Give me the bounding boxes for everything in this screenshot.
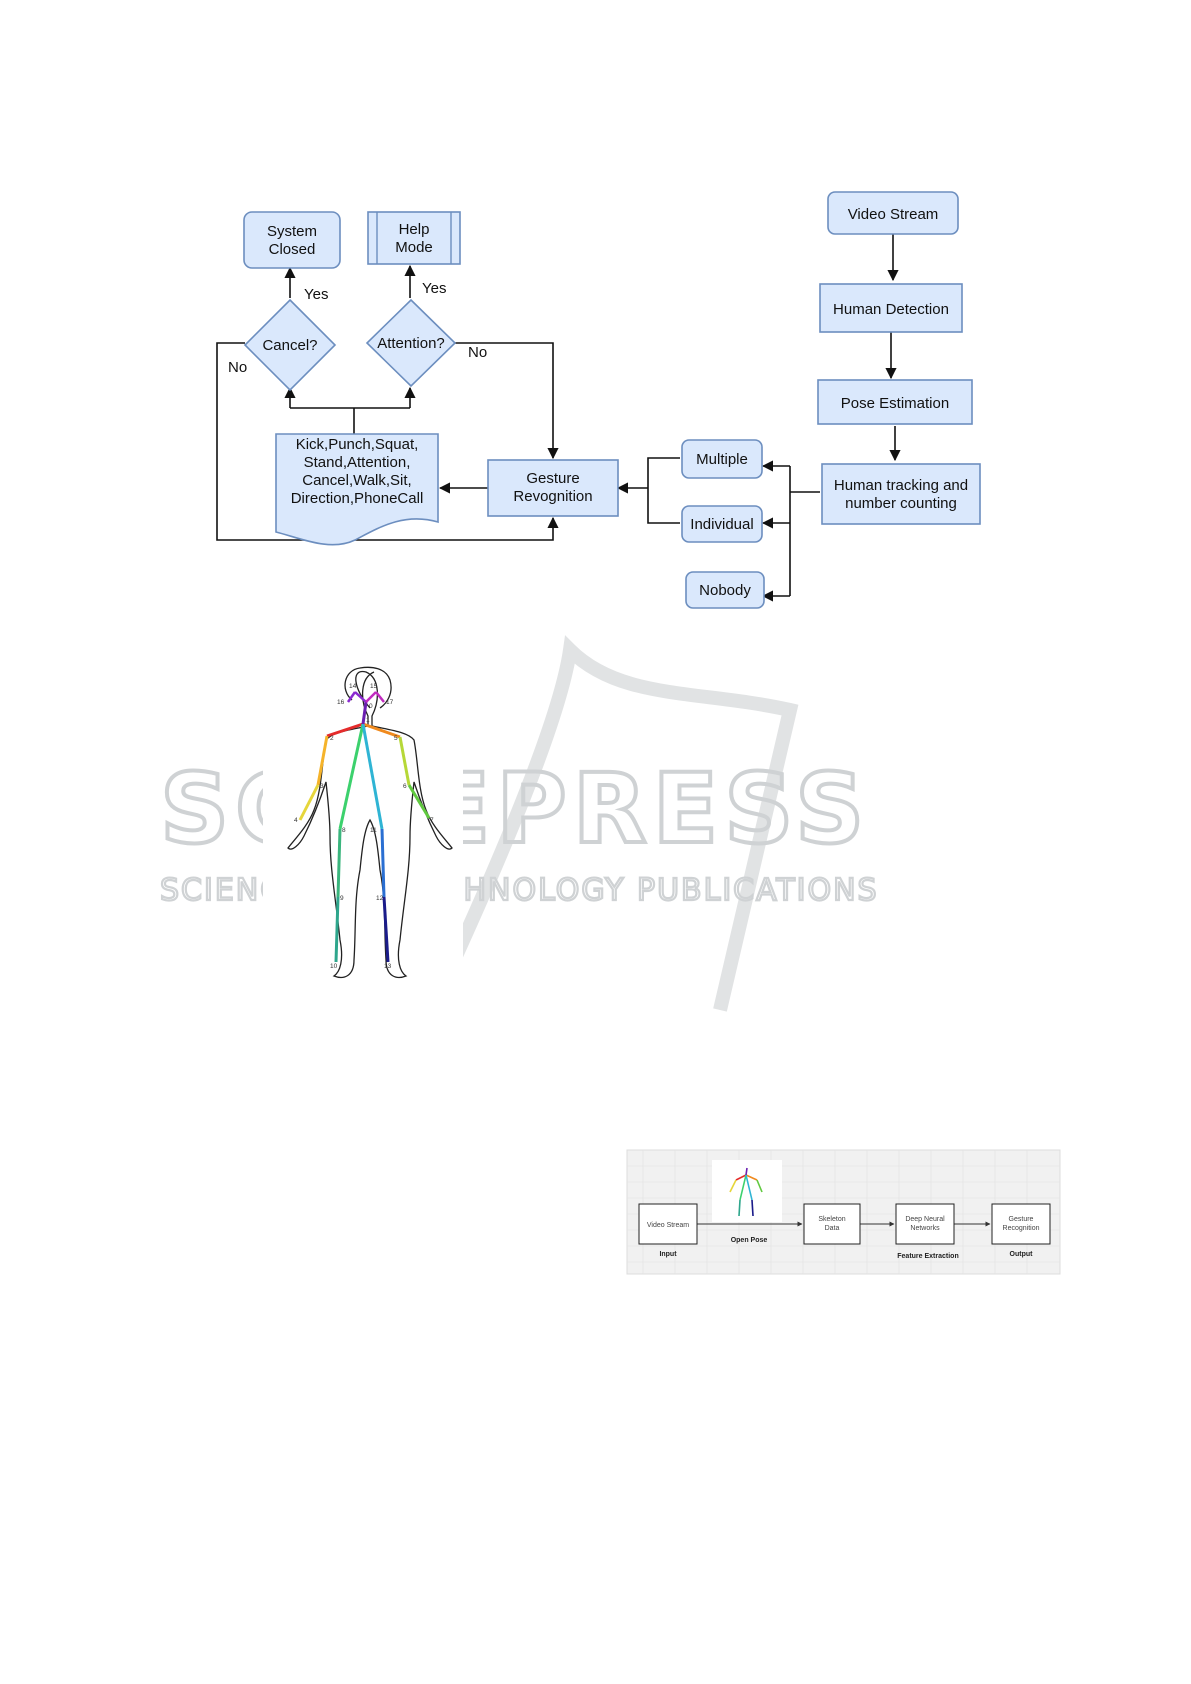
pipeline-skeleton-data-label-2: Data [825, 1225, 840, 1232]
pipeline-gesture-recognition-label-1: Gesture [1009, 1216, 1034, 1223]
node-gesture-recognition [487, 459, 619, 517]
node-cancel-decision [243, 298, 337, 392]
bone-rshoulder-relbow [316, 735, 329, 786]
bone-reye-rear [346, 691, 357, 703]
pipeline-input-label: Input [659, 1251, 677, 1258]
skeleton-figure: 0 1 2 3 4 5 6 7 8 9 10 11 12 13 14 15 16… [263, 666, 463, 988]
keypoint-5: 5 [394, 735, 398, 742]
bone-neck-rshoulder [326, 722, 364, 738]
pipeline-feature-extraction-label: Feature Extraction [897, 1253, 958, 1260]
node-cancel-label: Cancel? [262, 337, 317, 354]
pipeline-video-stream-label: Video Stream [647, 1222, 689, 1229]
keypoint-4: 4 [294, 817, 298, 824]
keypoint-15: 15 [370, 683, 378, 690]
keypoint-7: 7 [430, 817, 434, 824]
node-tracking-label-1: Human tracking and [834, 477, 968, 494]
keypoint-6: 6 [403, 783, 407, 790]
label-attention-yes: Yes [422, 280, 446, 297]
pipeline-dnn-label-2: Networks [910, 1225, 940, 1232]
keypoint-12: 12 [376, 895, 384, 902]
node-video-stream [827, 191, 959, 235]
node-multiple-label: Multiple [696, 451, 748, 468]
keypoint-13: 13 [384, 963, 392, 970]
keypoint-10: 10 [330, 963, 338, 970]
keypoint-14: 14 [349, 683, 357, 690]
bone-nose-leye [365, 691, 377, 703]
bone-relbow-rwrist [298, 784, 320, 821]
label-cancel-no: No [228, 359, 247, 376]
keypoint-17: 17 [386, 699, 394, 706]
bone-nose-reye [354, 691, 367, 703]
node-nobody [685, 571, 765, 609]
node-nobody-label: Nobody [699, 582, 751, 599]
pipeline-dnn-label-1: Deep Neural [905, 1216, 945, 1223]
node-individual-label: Individual [690, 516, 753, 533]
node-attention-label: Attention? [377, 335, 445, 352]
edge-merge [647, 457, 680, 524]
pipeline-figure: Video Stream Input Open Pose Skeleton Da… [626, 1149, 1061, 1275]
bone-neck-rhip [338, 723, 365, 830]
gesture-list-line-2: Stand,Attention, [304, 454, 411, 471]
edge-cancel-no [216, 342, 559, 541]
node-help-mode-label-1: Help [399, 221, 430, 238]
node-pose-estimation-label: Pose Estimation [841, 395, 949, 412]
node-human-detection-label: Human Detection [833, 301, 949, 318]
pipeline-output-label: Output [1010, 1251, 1034, 1258]
node-system-closed [243, 211, 341, 269]
node-video-stream-label: Video Stream [848, 206, 939, 223]
gesture-list-line-3: Cancel,Walk,Sit, [302, 472, 411, 489]
node-system-closed-label-1: System [267, 223, 317, 240]
node-help-mode [367, 211, 461, 265]
bone-rknee-rankle [334, 896, 340, 963]
pipeline-skeleton-data-box [803, 1203, 861, 1245]
node-attention-decision [365, 298, 457, 388]
pipeline-video-stream-box [638, 1203, 698, 1245]
pipeline-gesture-recognition-label-2: Recognition [1003, 1225, 1040, 1232]
bone-lshoulder-lelbow [398, 736, 411, 786]
bone-lknee-lankle [382, 896, 390, 963]
node-multiple [681, 439, 763, 479]
node-gesture-list [275, 433, 439, 546]
bone-neck-lhip [361, 723, 384, 830]
node-gesture-recognition-label-1: Gesture [526, 470, 579, 487]
bone-lhip-lknee [380, 828, 386, 898]
bone-neck-lshoulder [362, 722, 401, 739]
node-gesture-recognition-label-2: Revognition [513, 488, 592, 505]
edge-attention-no [453, 342, 559, 460]
node-individual [681, 505, 763, 543]
node-help-mode-label-2: Mode [395, 239, 433, 256]
keypoint-9: 9 [340, 895, 344, 902]
node-tracking-label-2: number counting [845, 495, 957, 512]
node-tracking [821, 463, 981, 525]
label-cancel-yes: Yes [304, 286, 328, 303]
gesture-list-line-4: Direction,PhoneCall [291, 490, 424, 507]
pipeline-skeleton-mini [729, 1167, 763, 1217]
keypoint-0: 0 [369, 703, 373, 710]
pipeline-skeleton-data-label-1: Skeleton [818, 1216, 845, 1223]
label-attention-no: No [468, 344, 487, 361]
bone-neck-nose [361, 701, 368, 725]
node-pose-estimation [817, 379, 973, 425]
keypoint-2: 2 [330, 735, 334, 742]
bone-rhip-rknee [336, 828, 342, 898]
keypoint-16: 16 [337, 699, 345, 706]
flowchart: Video Stream Human Detection Pose Estima… [216, 191, 981, 609]
head-outline [344, 666, 392, 709]
pipeline-dnn-box [895, 1203, 955, 1245]
bone-lelbow-lwrist [407, 784, 431, 819]
keypoint-3: 3 [320, 783, 324, 790]
node-human-detection [819, 283, 963, 333]
watermark-book-logo [438, 635, 799, 1012]
bone-leye-lear [375, 691, 385, 703]
pipeline-open-pose-label: Open Pose [731, 1237, 768, 1244]
keypoint-11: 11 [370, 827, 377, 834]
keypoint-1: 1 [366, 717, 370, 724]
pipeline-gesture-recognition-box [991, 1203, 1051, 1245]
gesture-list-line-1: Kick,Punch,Squat, [296, 436, 419, 453]
node-system-closed-label-2: Closed [269, 241, 316, 258]
keypoint-8: 8 [342, 827, 346, 834]
